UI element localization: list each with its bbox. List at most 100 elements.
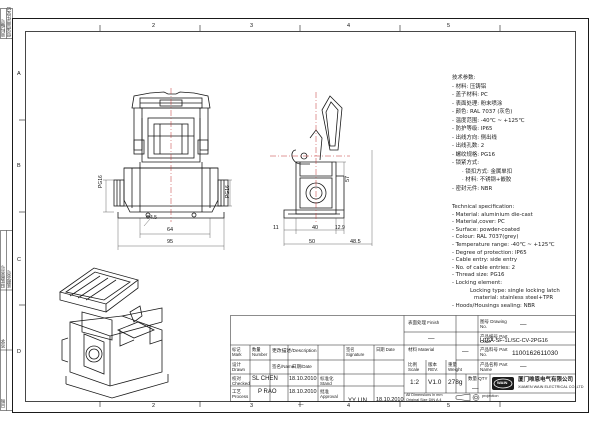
drawn-label: 设计 Drawn	[232, 362, 246, 372]
dim-label: Φ4.5	[146, 215, 157, 221]
zone-number: 4	[347, 403, 351, 409]
qty-label: 数量 QTY	[468, 376, 488, 381]
checked-date: 18.10.2010	[289, 389, 317, 395]
checked-name: P RAO	[258, 389, 277, 395]
signature-label: 签名 Signature	[346, 347, 365, 357]
spec-en-line: - Hoods/Housings sealing: NBR	[452, 302, 536, 309]
side-strip	[0, 8, 13, 411]
spec-cn-line: - 表面处理: 粉末喷涂	[452, 100, 503, 107]
checked-label: 校对 Checked	[232, 376, 250, 386]
material-label: 材料 Material	[408, 347, 435, 352]
zone-number: 3	[250, 23, 254, 29]
spec-en-line: - Colour: RAL 7037(grey)	[452, 234, 519, 241]
dims-note-1: All Dimensions in mm	[406, 393, 443, 397]
spec-en-line: - Material,cover: PC	[452, 219, 505, 226]
zone-number: 2	[152, 403, 156, 409]
dim-label: 11	[273, 225, 279, 231]
dim-label: 95	[167, 239, 174, 245]
company-logo-ring	[493, 378, 513, 389]
spec-en-line: - Thread size: PG16	[452, 272, 505, 279]
approval-date: 18.10.2010	[376, 397, 404, 403]
mark-label: 标记 Mark	[232, 347, 242, 357]
spec-en-block: Technical specification: - Material: alu…	[452, 204, 560, 310]
finish-label: 表面处理 Finish	[408, 320, 440, 325]
side-strip-label: 日期	[0, 399, 5, 408]
part-no-label: 产品料号 Part No.	[480, 347, 508, 357]
stand-label: 标准化 Stand	[320, 376, 334, 386]
name-column-label: 签名/Name	[272, 364, 295, 369]
spec-en-line: Locking type: single locking latch	[470, 287, 560, 294]
dim-label: 50	[309, 239, 316, 245]
company-logo-text: WAIN	[497, 380, 508, 385]
spec-cn-block: 技术参数: - 材料: 压铸铝 - 盖子材料: PC - 表面处理: 粉末喷涂 …	[452, 74, 524, 193]
dim-label: 57	[345, 175, 351, 182]
spec-cn-line: - 密封元件: NBR	[452, 185, 493, 192]
zone-letter: D	[17, 349, 21, 355]
part-code-label: 产品编号 Part Code	[480, 334, 508, 344]
rev-label: 版本 REV.	[428, 362, 439, 372]
zone-number: 2	[152, 23, 156, 29]
zone-number: 3	[250, 403, 254, 409]
dim-label: 12.9	[335, 225, 345, 231]
zone-number: 4	[347, 23, 351, 29]
qty-value: —	[472, 385, 479, 392]
zone-number: 5	[447, 23, 451, 29]
spec-en-title: Technical specification:	[452, 204, 515, 210]
scale-label: 比例 Scale	[408, 362, 420, 372]
spec-en-line: - Material: aluminium die-cast	[452, 211, 533, 218]
spec-cn-line: - 防护等级: IP65	[452, 126, 493, 132]
side-strip-label: 底图总号	[6, 270, 11, 288]
zone-letter: B	[17, 163, 21, 169]
spec-en-line: - No. of cable entries: 2	[452, 264, 516, 271]
process-label: 工艺 Process	[232, 389, 249, 399]
zone-ticks	[19, 25, 501, 407]
description-label: 更改描述/Description	[272, 349, 317, 354]
weight-value: 278g	[448, 379, 463, 386]
material-value: —	[462, 348, 469, 355]
side-strip-label: 签字	[0, 339, 5, 348]
spec-en-line: - Cable entry: side entry	[452, 257, 518, 264]
spec-en-line: - Locking element:	[452, 279, 503, 286]
spec-en-line: - Surface: powder-coated	[452, 226, 520, 233]
side-view	[283, 95, 345, 219]
iso-view	[59, 267, 169, 399]
date-column-label: 日期/Date	[292, 364, 312, 369]
spec-cn-line: - 颜色: RAL 7037 (灰色)	[452, 109, 513, 115]
weight-label: 重量 Weight	[448, 362, 462, 372]
scale-value: 1:2	[410, 379, 420, 386]
side-strip-label: 借(通)用件登记	[6, 7, 11, 37]
zone-letter: A	[17, 71, 21, 77]
part-name-value: —	[520, 363, 527, 370]
approval-name: YY LIN	[348, 398, 367, 404]
part-no-value: 1100162611030	[512, 350, 559, 357]
projection-symbol	[455, 393, 480, 402]
spec-cn-line: - 温度范围: -40℃ ~ +125℃	[452, 117, 525, 124]
dims-note-2: Original Size DIN A 4	[406, 397, 442, 402]
drawing-no-value: —	[520, 321, 527, 328]
dim-label: 40	[312, 225, 319, 231]
drawn-name: SL CHEN	[252, 376, 278, 382]
projection-label: projection	[482, 394, 499, 398]
spec-en-line: - Temperature range: -40℃ ~ +125℃	[452, 241, 555, 248]
finish-value: —	[428, 335, 435, 342]
front-dimensions	[103, 179, 232, 250]
spec-cn-line: - 出线孔数: 2	[452, 143, 485, 149]
zone-letter: C	[17, 257, 21, 263]
spec-cn-line: - 材料: 压铸铝	[452, 83, 487, 90]
dim-label: 64	[167, 227, 174, 233]
spec-cn-line: · 材料: 不锈钢+嵌胶	[462, 177, 512, 183]
dim-label: PG16	[225, 185, 231, 198]
spec-en-line: material: stainless steel+TPR	[474, 295, 554, 302]
spec-cn-line: - 螺纹规格: PG16	[452, 151, 496, 158]
part-code-value: H16A-SF-1L/SC-CV-2PG16	[480, 338, 548, 344]
process-name: —	[298, 402, 304, 408]
number-label: 数量 Number	[252, 347, 268, 357]
spec-en-line: - Degree of protection: IP65	[452, 249, 527, 256]
dim-label: 48.5	[350, 239, 361, 245]
side-dimensions	[283, 150, 373, 246]
sheet-border	[12, 18, 589, 413]
spec-cn-line: · 锁扣方式: 金属单扣	[462, 168, 513, 175]
drawn-date: 18.10.2010	[289, 376, 317, 382]
